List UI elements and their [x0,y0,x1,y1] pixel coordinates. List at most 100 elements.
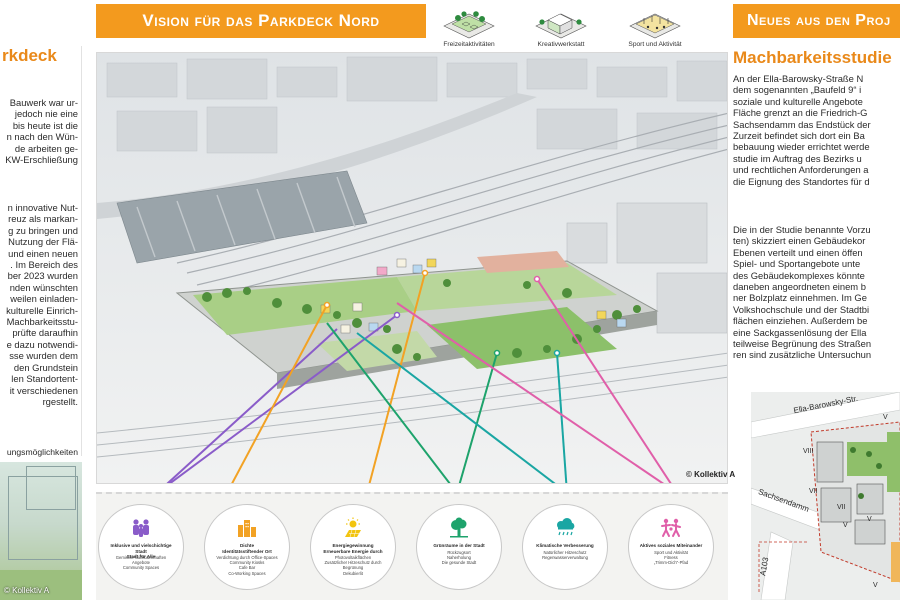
legend-title-line: Identitätsstiftender Ort [222,548,272,554]
text-line: e dazu notwendi- [6,338,78,350]
text-line: daneben angeordneten einem b [733,281,866,293]
text-line: Ebenen verteilt und einen öffen [733,246,863,258]
activity-icon [661,518,681,537]
legend-climate: Klimatische Verbesserung Natürlicher Hit… [522,504,608,590]
legend-strip: Inklusive und vielschichtige Stadt Stadt… [96,492,728,600]
aerial-visualization [96,52,728,484]
section-banner-right: Neues aus den Proj [733,4,900,38]
legend-item-text: Zusätzlicher Hitzeschutz durch [324,560,382,566]
left-column: rkdeck Bauwerk war ur- jedoch nie eine b… [0,0,82,600]
legend-item-text: Begrünung [342,565,364,571]
text-line: Die in der Studie benannte Vorzu [733,224,871,235]
text-line: Zurzeit befindet sich dort ein Ba [733,130,865,142]
storey-label: VIII [803,448,814,455]
legend-items: Natürlicher Hitzeschutz Regenwasserverwa… [531,550,599,560]
text-line: ten) skizziert einen Gebäudekor [733,235,866,247]
legend-item-text: Community Kiosks [229,560,265,566]
site-plan-map: Ella-Barowsky-Str. Sachsendamm A103 V VI… [751,392,900,600]
legend-density: Dichte Identitätsstiftender Ort Verdicht… [204,504,290,590]
community-icon [133,519,149,537]
workshop-icon [530,0,592,40]
text-line: die Eignung des Standortes für d [733,175,870,187]
section-banner: Vision für das Parkdeck Nord [96,4,426,38]
legend-title-line: Aktives soziales Miteinander [639,543,703,548]
storey-label: V [867,516,872,523]
legend-title-line: Inklusive und vielschichtige Stadt [110,543,172,554]
right-paragraph-2: Die in der Studie benannte Vorzu ten) sk… [733,224,871,361]
legend-title: Inklusive und vielschichtige Stadt Stadt… [107,543,175,560]
legend-item-text: Fitness [664,555,678,561]
legend-title-line: Klimatische Verbesserung [536,543,594,548]
left-paragraph-2: n innovative Nut- reuz als markan- g zu … [6,202,78,407]
legend-item-text: Natürlicher Hitzeschutz [543,550,587,555]
legend-title: Grünräume in der Stadt [425,543,493,549]
legend-item-text: „Trimm-Dich"-Pfad [653,560,689,566]
storey-label: V [883,414,888,421]
legend-item-text: Cafe Bar [238,565,256,571]
text-line: teilweise Begrünung des Straßen [733,338,872,350]
legend-title: Aktives soziales Miteinander [637,543,705,549]
text-line: An der Ella-Barowsky-Straße N [733,73,864,84]
text-line: . Im Bereich des [10,259,78,271]
legend-item-text: Photovoltaikflächen [334,555,372,560]
legend-title-line: Dichte [239,543,255,548]
photo-frame [26,466,76,510]
text-line: KW-Erschließung [5,154,78,166]
legend-inclusive-city: Inklusive und vielschichtige Stadt Stadt… [98,504,184,590]
legend-item-text: Angebote [132,560,150,566]
photo-lawn [0,570,82,600]
legend-items: Rückzugsort Naherholung Die gesunde Stad… [425,550,493,566]
text-line: nden wünschten [9,281,78,293]
text-line: den Grundstein [13,361,78,373]
text-line: it verschiedenen [9,384,78,396]
text-line: flächen einziehen. Außerdem be [733,315,868,327]
energy-icon [345,517,361,538]
text-line: Nutzung der Flä- [8,236,78,248]
legend-social-activity: Aktives soziales Miteinander Sport und A… [628,504,714,590]
leisure-label: Freizeitaktivitäten [443,41,495,48]
leisure-icon [438,0,500,40]
text-line: bebauung wieder errichtet werde [733,141,870,153]
text-line: studie im Auftrag des Bezirks u [733,152,862,164]
text-line: Sachsendamm das Endstück der [733,118,871,130]
legend-item-text: Regenwasserverwaltung [542,555,588,561]
text-line: reuz als markan- [8,213,78,225]
storey-label: V [873,582,878,589]
text-line: ren sind zusätzliche Untersuchun [733,349,872,361]
text-line: Volkshochschule und der Stadtbi [733,303,870,315]
left-photo: © Kollektiv A [0,462,82,600]
city-icon [238,520,256,537]
legend-title: Energiegewinnung Erneuerbare Energie dur… [319,543,387,554]
left-paragraph-1: Bauwerk war ur- jedoch nie eine bis heut… [5,97,78,165]
legend-item-text: Rückzugsort [447,550,471,555]
legend-title-line: Stadt für Alle [126,554,156,560]
legend-item-text: Gemischt Nachbarschaften [115,555,167,560]
text-line: und einen neuen [8,247,78,259]
text-line: eine Sackgassenlösung der Ella [733,326,867,338]
text-line: rgestellt. [42,395,78,407]
storey-label: V [843,522,848,529]
text-line: n nach den Wün- [6,131,78,143]
text-line: de arbeiten ge- [14,142,78,154]
text-line: Spiel- und Sportangebote unte [733,258,861,270]
legend-item-text: Naherholung [447,555,471,561]
text-line: Fläche grenzt an die Friedrich-G [733,107,868,119]
photo-frame [8,476,78,560]
text-line: Bauwerk war ur- [9,97,78,108]
aerial-svg [97,53,727,483]
legend-item-text: Dekubierlit [343,570,363,576]
site-plan-svg [751,392,900,600]
text-line: des Gebäudekomplexes könnte [733,269,865,281]
right-heading: Machbarkeitsstudie [733,48,892,67]
legend-energy: Energiegewinnung Erneuerbare Energie dur… [310,504,396,590]
text-line: prüfte daraufhin [12,327,78,339]
text-line: Machbarkeitsstu- [6,316,78,328]
column-divider [81,46,82,456]
right-column: Machbarkeitsstudie An der Ella-Barowsky-… [733,0,900,600]
right-paragraph-1: An der Ella-Barowsky-Straße N dem sogena… [733,73,871,187]
sport-label: Sport und Aktivität [628,41,682,48]
left-photo-caption: ungsmöglichkeiten [6,447,78,457]
photo-credit: © Kollektiv A [4,586,50,595]
legend-items: Sport und Aktivität Fitness „Trimm-Dich"… [637,550,705,566]
legend-title-line: Erneuerbare Energie durch [323,548,383,554]
